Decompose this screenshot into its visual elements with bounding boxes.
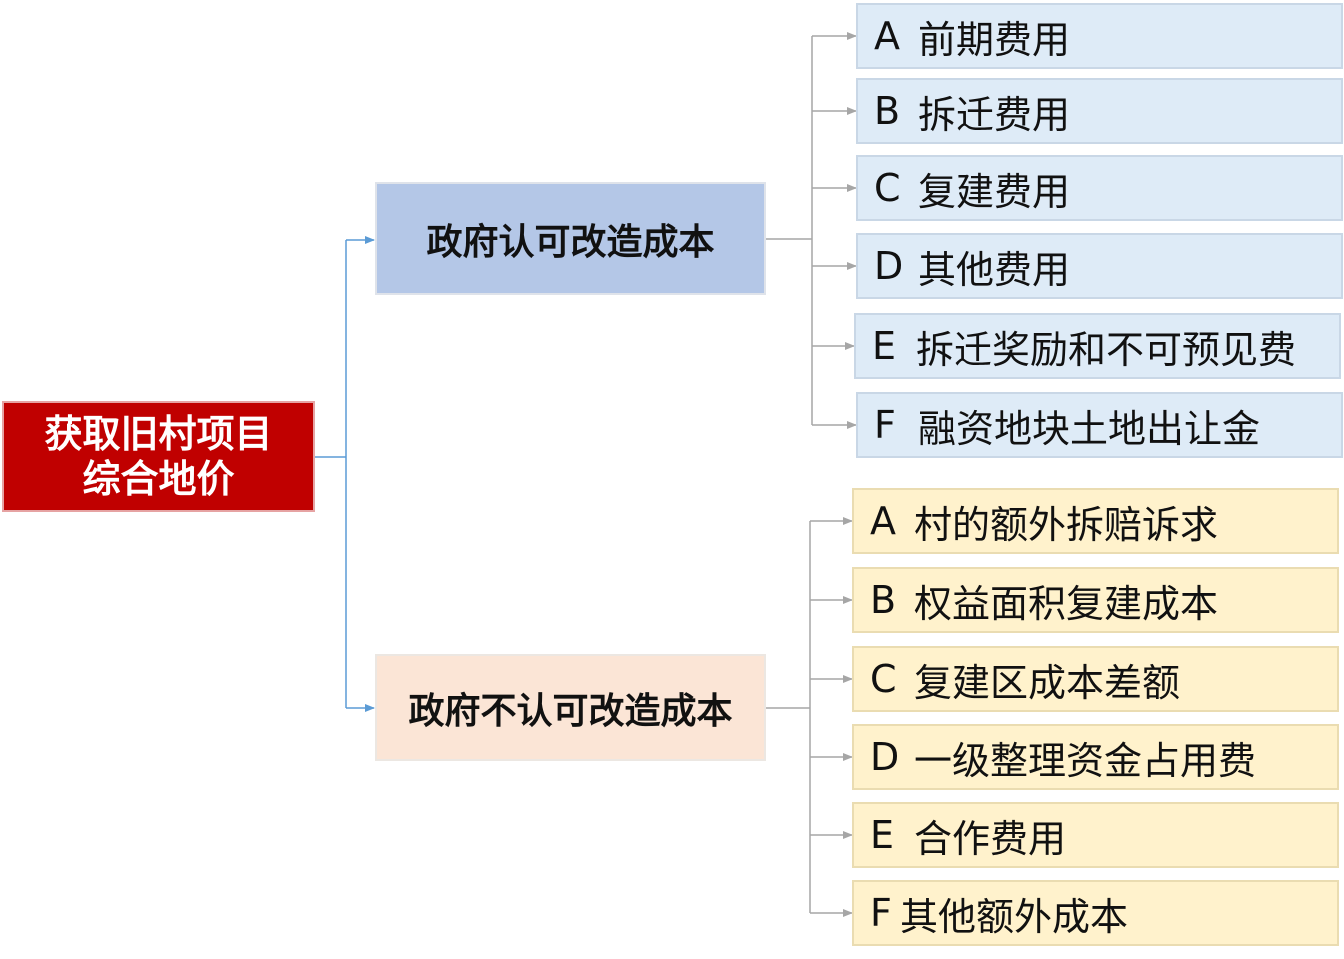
unapproved-item-d: D 一级整理资金占用费 (852, 724, 1339, 790)
item-label: 前期费用 (918, 17, 1071, 62)
item-label: 其他额外成本 (900, 894, 1129, 939)
item-letter: B (870, 578, 897, 622)
item-letter: C (874, 166, 901, 210)
root-title-line2: 综合地价 (82, 456, 235, 501)
item-letter: E (872, 324, 897, 368)
item-label: 复建区成本差额 (914, 660, 1181, 705)
item-letter: B (874, 89, 901, 133)
item-letter: C (870, 657, 897, 701)
item-label: 复建费用 (918, 169, 1071, 214)
unapproved-cost-node: 政府不认可改造成本 (375, 654, 766, 761)
unapproved-item-b: B 权益面积复建成本 (852, 567, 1339, 633)
approved-item-e: E 拆迁奖励和不可预见费 (854, 313, 1341, 379)
unapproved-item-c: C 复建区成本差额 (852, 646, 1339, 712)
unapproved-item-a: A 村的额外拆赔诉求 (852, 488, 1339, 554)
item-label: 一级整理资金占用费 (914, 738, 1257, 783)
approved-item-c: C 复建费用 (856, 155, 1343, 221)
item-label: 村的额外拆赔诉求 (914, 502, 1219, 547)
unapproved-item-e: E 合作费用 (852, 802, 1339, 868)
item-letter: D (874, 244, 904, 288)
approved-item-b: B 拆迁费用 (856, 78, 1343, 144)
approved-cost-title: 政府认可改造成本 (426, 221, 715, 263)
approved-item-f: F 融资地块土地出让金 (856, 392, 1343, 458)
approved-item-a: A 前期费用 (856, 3, 1343, 69)
item-letter: F (870, 891, 892, 935)
item-letter: D (870, 735, 900, 779)
item-letter: A (874, 14, 900, 58)
item-letter: A (870, 499, 896, 543)
item-label: 融资地块土地出让金 (918, 406, 1261, 451)
item-label: 其他费用 (918, 247, 1071, 292)
approved-cost-node: 政府认可改造成本 (375, 182, 766, 295)
item-letter: E (870, 813, 895, 857)
item-label: 权益面积复建成本 (914, 581, 1219, 626)
root-title-line1: 获取旧村项目 (44, 411, 273, 456)
unapproved-item-f: F 其他额外成本 (852, 880, 1339, 946)
item-label: 合作费用 (914, 816, 1067, 861)
item-label: 拆迁费用 (918, 92, 1071, 137)
root-node: 获取旧村项目 综合地价 (2, 401, 315, 512)
approved-item-d: D 其他费用 (856, 233, 1343, 299)
item-letter: F (874, 403, 896, 447)
item-label: 拆迁奖励和不可预见费 (916, 327, 1297, 372)
unapproved-cost-title: 政府不认可改造成本 (408, 690, 733, 732)
